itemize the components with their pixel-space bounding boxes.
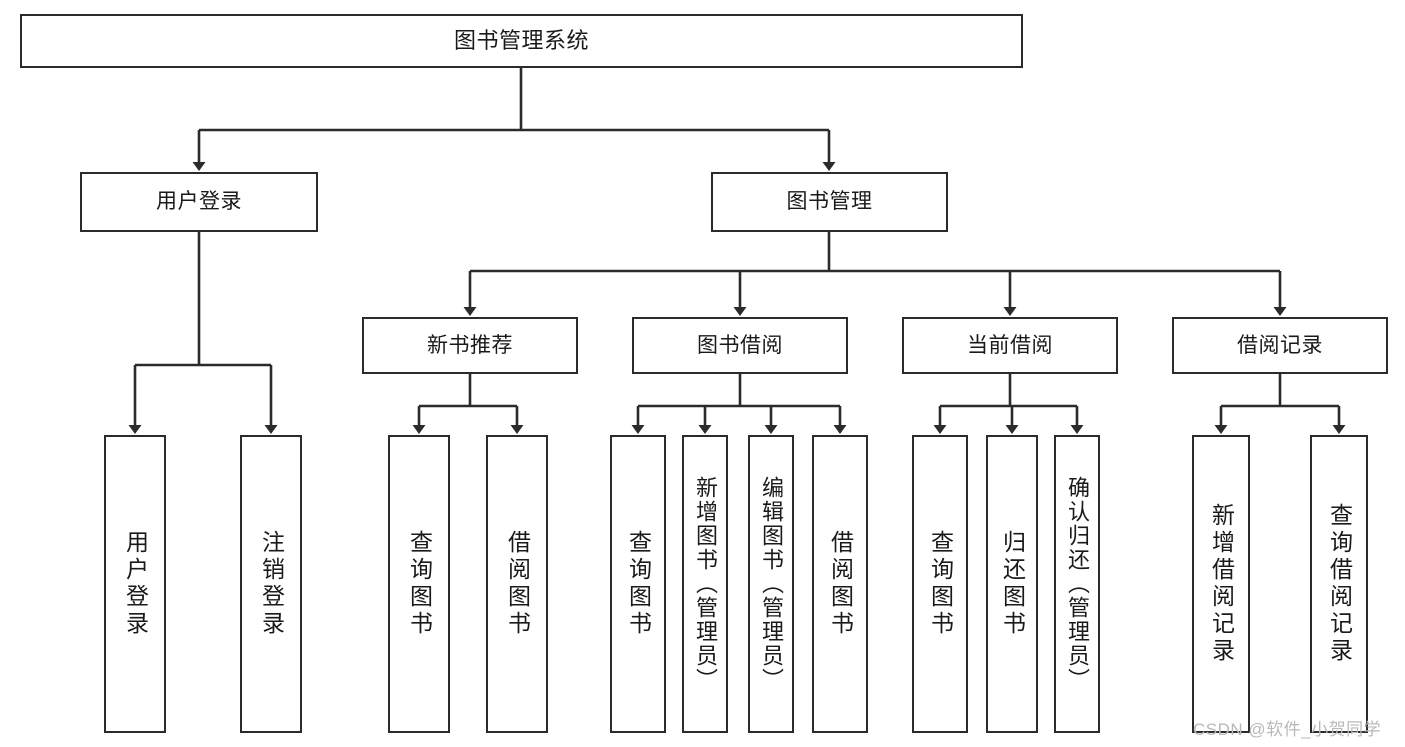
- arrowhead-icon: [1003, 307, 1017, 316]
- node-leaf-query-borrow-record[interactable]: 查询借阅记录: [1310, 435, 1368, 733]
- node-label: 借阅记录: [1237, 333, 1323, 357]
- arrowhead-icon: [412, 425, 426, 434]
- node-leaf-logout[interactable]: 注销登录: [240, 435, 302, 733]
- node-label: 确认归还（管理员）: [1065, 476, 1090, 692]
- arrowhead-icon: [933, 425, 947, 434]
- arrowhead-icon: [833, 425, 847, 434]
- arrowhead-icon: [510, 425, 524, 434]
- arrowhead-icon: [1070, 425, 1084, 434]
- node-leaf-add-book-admin[interactable]: 新增图书（管理员）: [682, 435, 728, 733]
- node-label: 用户登录: [156, 190, 242, 214]
- node-label: 查询图书: [927, 530, 954, 638]
- node-borrowing-record[interactable]: 借阅记录: [1172, 317, 1388, 374]
- node-label: 新增借阅记录: [1208, 503, 1235, 665]
- node-label: 查询借阅记录: [1326, 503, 1353, 665]
- node-leaf-query-book-current[interactable]: 查询图书: [912, 435, 968, 733]
- node-leaf-return-book[interactable]: 归还图书: [986, 435, 1038, 733]
- node-leaf-borrow-book-newbook[interactable]: 借阅图书: [486, 435, 548, 733]
- arrowhead-icon: [264, 425, 278, 434]
- node-label: 当前借阅: [967, 333, 1053, 357]
- node-label: 借阅图书: [827, 530, 854, 638]
- node-new-book-recommendation[interactable]: 新书推荐: [362, 317, 578, 374]
- node-leaf-add-borrow-record[interactable]: 新增借阅记录: [1192, 435, 1250, 733]
- node-label: 图书管理: [786, 190, 873, 214]
- node-label: 新增图书（管理员）: [693, 476, 718, 692]
- node-leaf-borrow-book-borrow[interactable]: 借阅图书: [812, 435, 868, 733]
- arrowhead-icon: [1214, 425, 1228, 434]
- node-leaf-edit-book-admin[interactable]: 编辑图书（管理员）: [748, 435, 794, 733]
- node-leaf-query-book-borrow[interactable]: 查询图书: [610, 435, 666, 733]
- node-label: 查询图书: [406, 530, 433, 638]
- arrowhead-icon: [764, 425, 778, 434]
- node-label: 图书借阅: [697, 333, 783, 357]
- arrowhead-icon: [1005, 425, 1019, 434]
- node-root-book-management-system[interactable]: 图书管理系统: [20, 14, 1023, 68]
- node-label: 用户登录: [122, 530, 149, 638]
- node-label: 借阅图书: [504, 530, 531, 638]
- watermark-csdn: CSDN @软件_小贺同学: [1193, 720, 1382, 739]
- node-label: 归还图书: [999, 530, 1026, 638]
- node-leaf-confirm-return-admin[interactable]: 确认归还（管理员）: [1054, 435, 1100, 733]
- node-book-management[interactable]: 图书管理: [711, 172, 948, 232]
- node-label: 编辑图书（管理员）: [759, 476, 784, 692]
- arrowhead-icon: [1273, 307, 1287, 316]
- arrowhead-icon: [192, 162, 206, 171]
- arrowhead-icon: [463, 307, 477, 316]
- node-label: 图书管理系统: [453, 27, 589, 53]
- node-label: 新书推荐: [427, 333, 513, 357]
- node-book-borrowing[interactable]: 图书借阅: [632, 317, 848, 374]
- node-leaf-user-login[interactable]: 用户登录: [104, 435, 166, 733]
- node-user-login[interactable]: 用户登录: [80, 172, 318, 232]
- arrowhead-icon: [698, 425, 712, 434]
- node-label: 注销登录: [258, 530, 285, 638]
- node-label: 查询图书: [625, 530, 652, 638]
- arrowhead-icon: [631, 425, 645, 434]
- arrowhead-icon: [822, 162, 836, 171]
- arrowhead-icon: [128, 425, 142, 434]
- node-current-borrowing[interactable]: 当前借阅: [902, 317, 1118, 374]
- arrowhead-icon: [1332, 425, 1346, 434]
- arrowhead-icon: [733, 307, 747, 316]
- node-leaf-query-book-newbook[interactable]: 查询图书: [388, 435, 450, 733]
